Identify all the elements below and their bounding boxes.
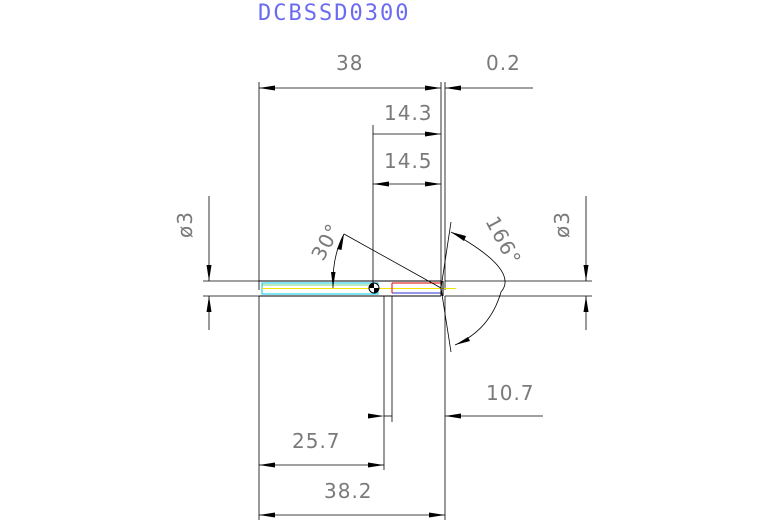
dimension-label-diameter-left: ø3	[173, 211, 197, 238]
chamfer-line	[343, 233, 442, 289]
arrow-head	[368, 462, 384, 468]
dimension-label-0-2: 0.2	[486, 51, 521, 75]
arrow-head	[451, 232, 466, 241]
arrow-head	[455, 337, 470, 345]
arrow-head	[583, 265, 589, 281]
dimension-label-14-5: 14.5	[384, 149, 433, 173]
dimension-label-166-degrees: 166°	[481, 212, 527, 269]
arrow-head	[425, 131, 441, 137]
dimension-label-38: 38	[336, 51, 363, 75]
arrow-head	[429, 512, 445, 518]
point-angle-line-top	[440, 221, 452, 289]
arrow-head	[206, 265, 212, 281]
arrow-head	[259, 512, 275, 518]
arrow-head	[337, 234, 344, 250]
arrow-head	[445, 85, 461, 91]
arrow-head	[259, 85, 275, 91]
arrow-head	[425, 85, 441, 91]
arrow-head	[259, 462, 275, 468]
arrow-head	[583, 296, 589, 312]
arrow-head	[331, 272, 336, 288]
arrow-head	[206, 296, 212, 312]
center-mark-quadrant	[374, 288, 379, 293]
dimension-label-10-7: 10.7	[486, 381, 535, 405]
dimension-label-diameter-right: ø3	[550, 211, 574, 238]
arrow-head	[373, 181, 389, 187]
point-angle-line-bottom	[440, 287, 452, 353]
arrow-head	[445, 413, 461, 419]
arrow-head	[368, 413, 384, 419]
dimension-label-25-7: 25.7	[292, 429, 341, 453]
center-mark-quadrant	[369, 283, 374, 288]
drawing-title: DCBSSD0300	[258, 1, 410, 26]
dimension-label-30-degrees: 30°	[306, 219, 345, 264]
point-angle-arc	[450, 231, 506, 346]
dimension-label-14-3: 14.3	[384, 101, 433, 125]
dimension-label-38-2: 38.2	[324, 479, 373, 503]
arrow-head	[425, 181, 441, 187]
